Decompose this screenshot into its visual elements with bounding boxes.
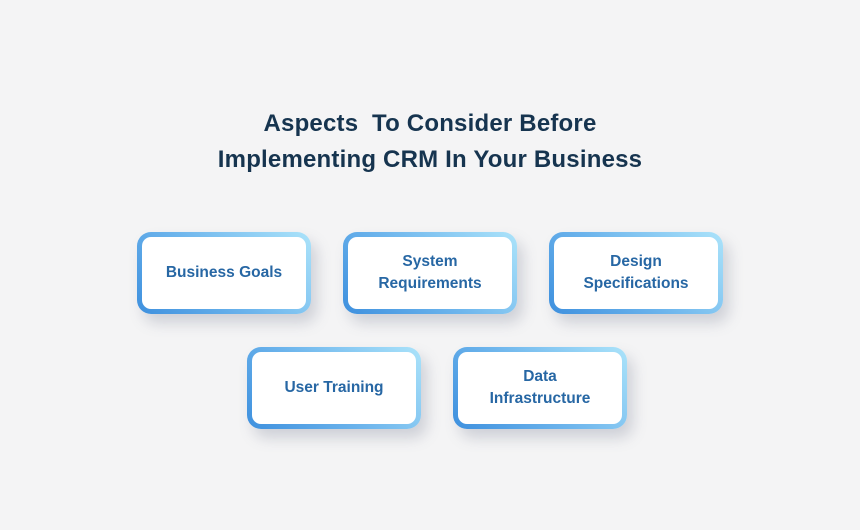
- card-label: Design Specifications: [583, 253, 689, 292]
- card-design-specifications: Design Specifications: [549, 232, 723, 314]
- card-label: System Requirements: [378, 253, 482, 292]
- card-business-goals: Business Goals: [137, 232, 311, 314]
- card-design-specifications-body: Design Specifications: [554, 237, 718, 309]
- card-label: Business Goals: [165, 264, 283, 281]
- page-title-line-2: Implementing CRM In Your Business: [217, 146, 643, 173]
- card-business-goals-body: Business Goals: [142, 237, 306, 309]
- card-data-infrastructure: Data Infrastructure: [453, 347, 627, 429]
- card-system-requirements: System Requirements: [343, 232, 517, 314]
- card-user-training: User Training: [247, 347, 421, 429]
- page-title: Aspects To Consider Before Implementing …: [0, 106, 860, 178]
- card-system-requirements-body: System Requirements: [348, 237, 512, 309]
- card-data-infrastructure-body: Data Infrastructure: [458, 352, 622, 424]
- page-title-line-1: Aspects To Consider Before: [263, 110, 597, 137]
- card-label: Data Infrastructure: [489, 368, 591, 407]
- card-label: User Training: [284, 379, 384, 396]
- card-user-training-body: User Training: [252, 352, 416, 424]
